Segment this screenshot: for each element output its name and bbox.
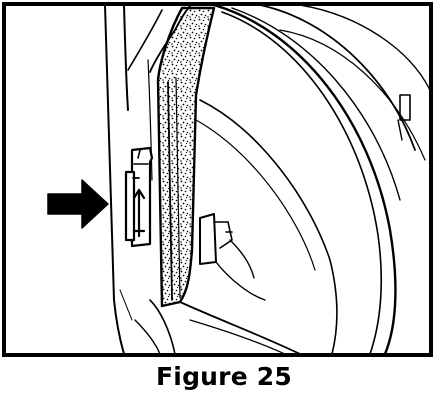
cabinet-inner-edge [123,5,129,111]
door-switch [124,146,154,248]
drum-rim-outer [212,5,397,354]
door-gasket [156,6,216,308]
right-arrow-icon [47,179,109,229]
figure-caption: Figure 25 [156,362,292,391]
up-arrow-plus-icon [132,177,146,238]
figure-frame [2,2,433,357]
cabinet-edge [104,5,125,354]
